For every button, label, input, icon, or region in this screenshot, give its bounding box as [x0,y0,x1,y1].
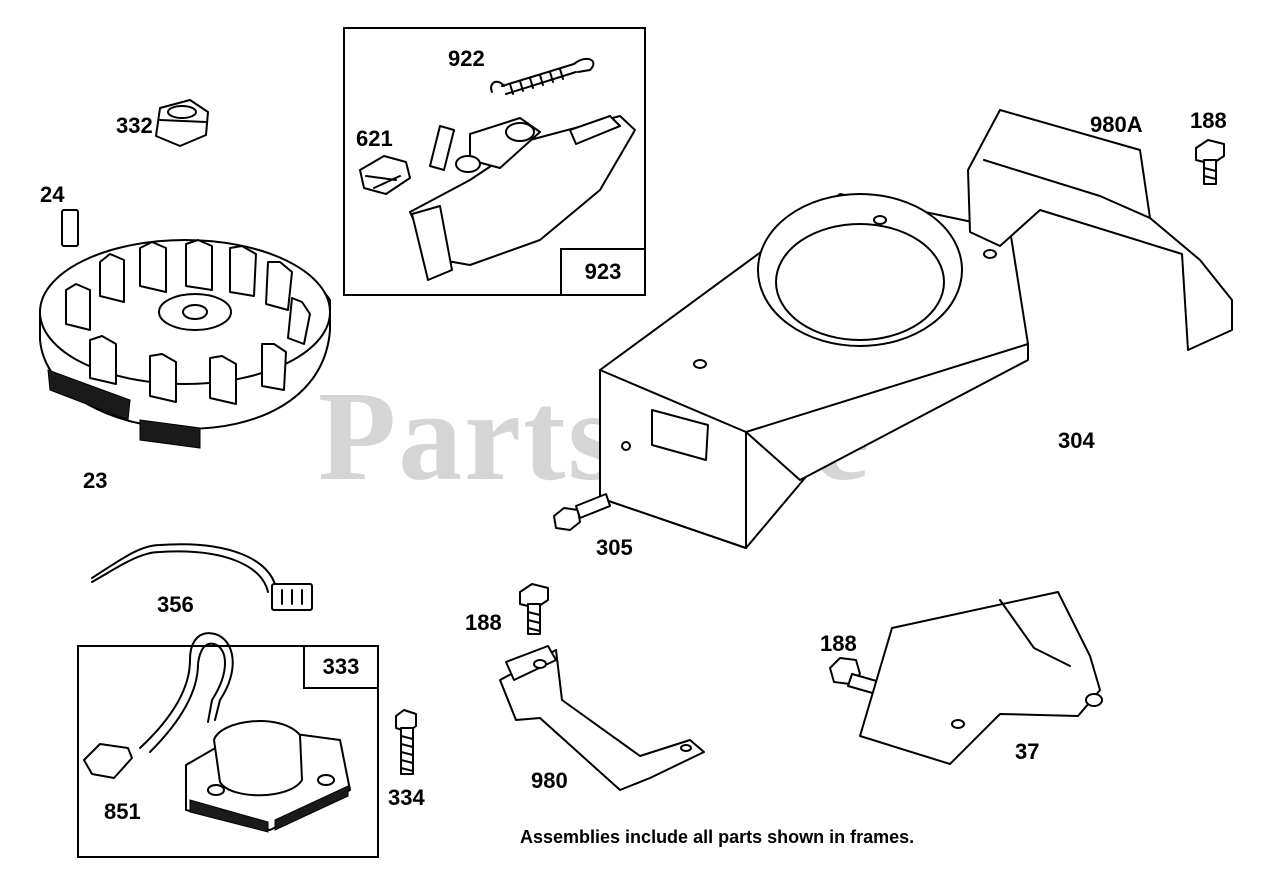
flywheel-part[interactable] [39,239,331,449]
callout-188-right[interactable]: 188 [820,631,857,656]
footnote-text: Assemblies include all parts shown in fr… [520,827,915,847]
baffle-part[interactable] [967,109,1233,351]
callout-305[interactable]: 305 [596,535,633,560]
callout-23[interactable]: 23 [83,468,108,493]
callout-621[interactable]: 621 [356,126,393,151]
governor-assembly-tag[interactable]: 923 [560,248,646,296]
callout-980[interactable]: 980 [531,768,568,793]
nut-part[interactable] [155,99,209,147]
callout-332[interactable]: 332 [116,113,153,138]
callout-304[interactable]: 304 [1058,428,1095,453]
screw-305-part[interactable] [553,493,611,531]
screw-188-right-part[interactable] [829,657,881,695]
screw-188-top-part[interactable] [1195,139,1225,185]
callout-188-top[interactable]: 188 [1190,108,1227,133]
callout-851[interactable]: 851 [104,799,141,824]
blower-housing-part[interactable] [599,193,1029,549]
governor-assembly-frame [343,27,646,296]
spring-part[interactable] [490,57,595,95]
key-part[interactable] [61,209,79,247]
armature-assembly-tag[interactable]: 333 [303,645,379,689]
screw-188-mid-part[interactable] [519,583,549,635]
link-part[interactable] [359,155,411,195]
bracket-part[interactable] [499,645,705,791]
callout-37[interactable]: 37 [1015,739,1040,764]
armature-part[interactable] [83,632,351,833]
callout-922[interactable]: 922 [448,46,485,71]
callout-24[interactable]: 24 [40,182,65,207]
callout-188-mid[interactable]: 188 [465,610,502,635]
ground-wire-part[interactable] [91,543,313,611]
callout-356[interactable]: 356 [157,592,194,617]
flywheel-fins [65,239,311,405]
armature-assembly-frame [77,645,379,858]
screw-334-part[interactable] [395,709,417,775]
callout-334[interactable]: 334 [388,785,425,810]
governor-lever-part[interactable] [409,115,636,281]
deflector-part[interactable] [859,591,1103,765]
callout-980a[interactable]: 980A [1090,112,1143,137]
